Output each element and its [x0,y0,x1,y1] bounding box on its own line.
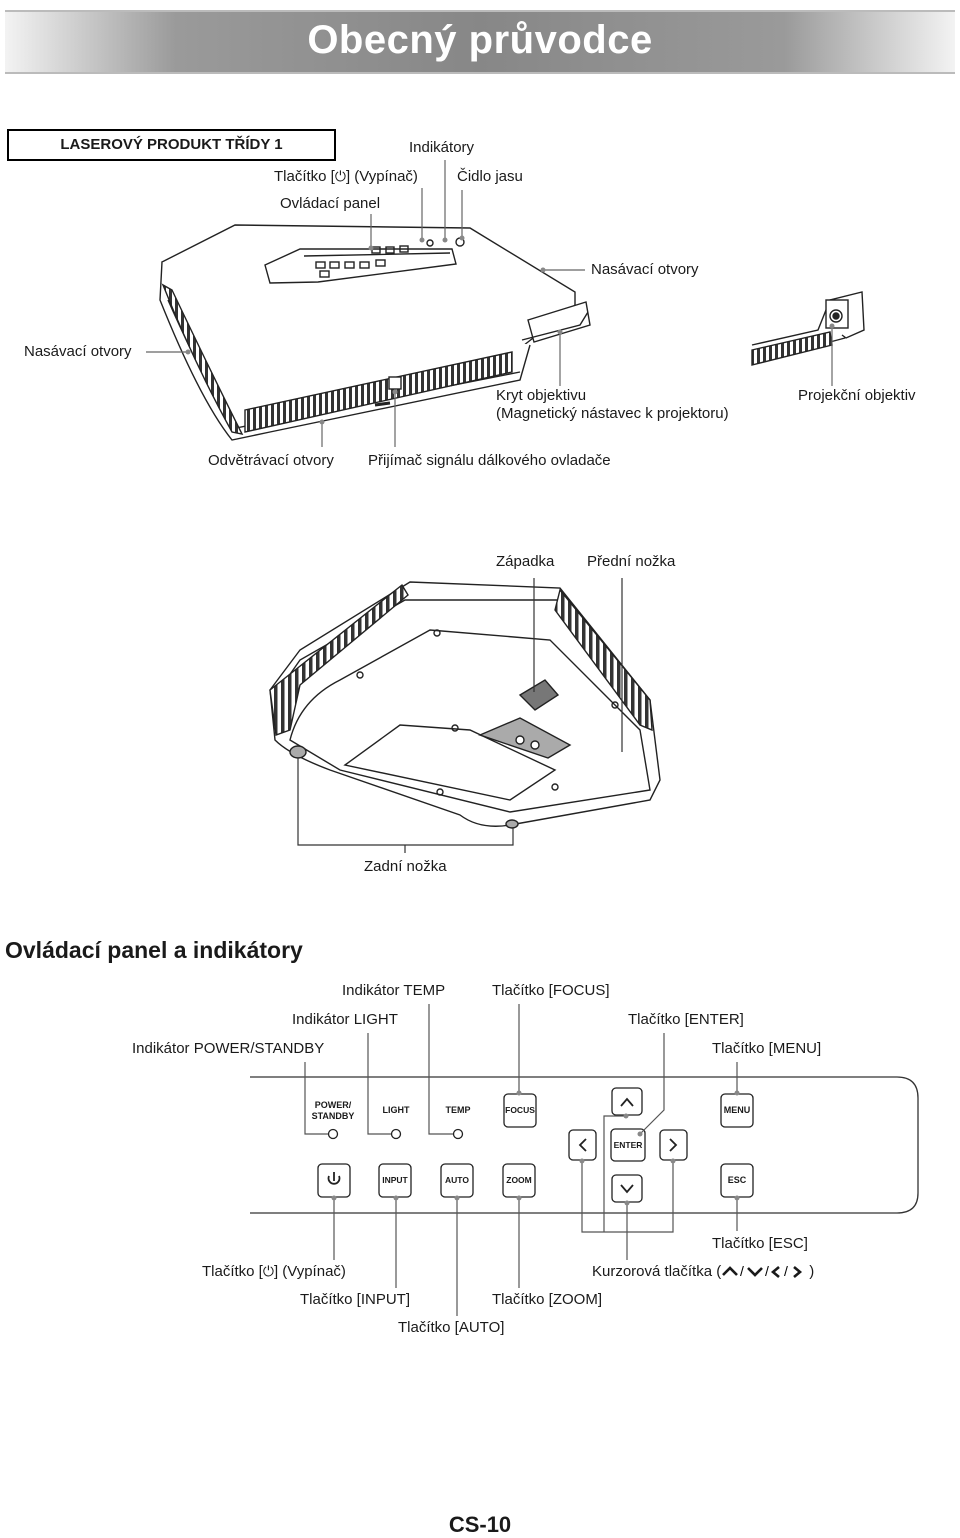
projector-lens-detail [751,291,865,366]
power-button[interactable] [318,1164,350,1197]
down-button[interactable] [612,1175,642,1202]
svg-text:/: / [740,1264,744,1278]
leader-lines-top [146,160,833,447]
label-light-indicator: Indikátor LIGHT [292,1011,398,1028]
label-zoom-button: Tlačítko [ZOOM] [492,1291,603,1308]
enter-button[interactable]: ENTER [613,1140,643,1150]
page-title: Obecný průvodce [307,18,653,62]
menu-button[interactable]: MENU [723,1105,751,1115]
light-key-label: LIGHT [382,1105,410,1115]
up-button[interactable] [612,1088,642,1115]
label-power-button-top: Tlačítko [⏻] (Vypínač) [274,168,418,185]
header-bar: Obecný průvodce [5,10,955,74]
label-latch: Západka [496,553,555,570]
projector-bottom-view [269,581,661,829]
label-front-foot: Přední nožka [587,553,676,570]
chevron-up-icon [722,1266,739,1276]
label-indicators: Indikátory [409,139,475,156]
esc-button[interactable]: ESC [727,1175,747,1185]
temp-key-label: TEMP [445,1105,471,1115]
label-control-panel: Ovládací panel [280,195,381,212]
label-temp-indicator: Indikátor TEMP [342,982,446,999]
zoom-button[interactable]: ZOOM [506,1175,532,1185]
label-esc-button: Tlačítko [ESC] [712,1235,808,1252]
focus-button[interactable]: FOCUS [505,1105,535,1115]
auto-button[interactable]: AUTO [445,1175,469,1185]
label-exhaust-vents: Odvětrávací otvory [208,452,334,469]
light-indicator [390,1128,402,1140]
power-icon: ⏻ [262,1264,274,1280]
indicator-lamps [327,1128,464,1140]
label-remote-receiver: Přijímač signálu dálkového ovladače [368,452,611,469]
label-lens-cover-2: (Magnetický nástavec k projektoru) [496,405,729,422]
power-icon: ⏻ [334,169,346,185]
label-brightness-sensor: Čidlo jasu [457,168,523,185]
label-menu-button: Tlačítko [MENU] [712,1040,822,1057]
label-enter-button: Tlačítko [ENTER] [628,1011,744,1028]
chevron-down-icon [747,1267,764,1277]
label-intake-left: Nasávací otvory [24,343,132,360]
temp-indicator [452,1128,464,1140]
label-lens-cover-1: Kryt objektivu [496,387,587,404]
label-power-button-panel: Tlačítko [⏻] (Vypínač) [202,1263,346,1280]
right-button[interactable] [660,1130,687,1160]
page-number: CS-10 [448,1512,512,1537]
section-heading: Ovládací panel a indikátory [5,937,303,963]
svg-text:/: / [784,1264,788,1278]
label-focus-button: Tlačítko [FOCUS] [492,982,610,999]
leader-lines-bottom [297,578,623,853]
input-button[interactable]: INPUT [382,1175,408,1185]
power-standby-indicator [327,1128,339,1140]
svg-text:/: / [765,1264,769,1278]
chevron-right-icon [793,1266,803,1278]
label-auto-button: Tlačítko [AUTO] [398,1319,505,1336]
label-intake-right: Nasávací otvory [591,261,699,278]
power-standby-key-label: POWER/ STANDBY [311,1100,355,1121]
label-rear-foot: Zadní nožka [364,858,447,875]
label-input-button: Tlačítko [INPUT] [300,1291,411,1308]
label-power-indicator: Indikátor POWER/STANDBY [132,1040,325,1057]
label-projection-lens: Projekční objektiv [798,387,916,404]
label-cursor-buttons: Kurzorová tlačítka (///) [592,1263,815,1280]
cursor-arrows-icon: / / / [722,1264,803,1278]
left-button[interactable] [569,1130,596,1160]
chevron-left-icon [771,1266,781,1278]
laser-product-label: LASEROVÝ PRODUKT TŘÍDY 1 [7,129,336,161]
